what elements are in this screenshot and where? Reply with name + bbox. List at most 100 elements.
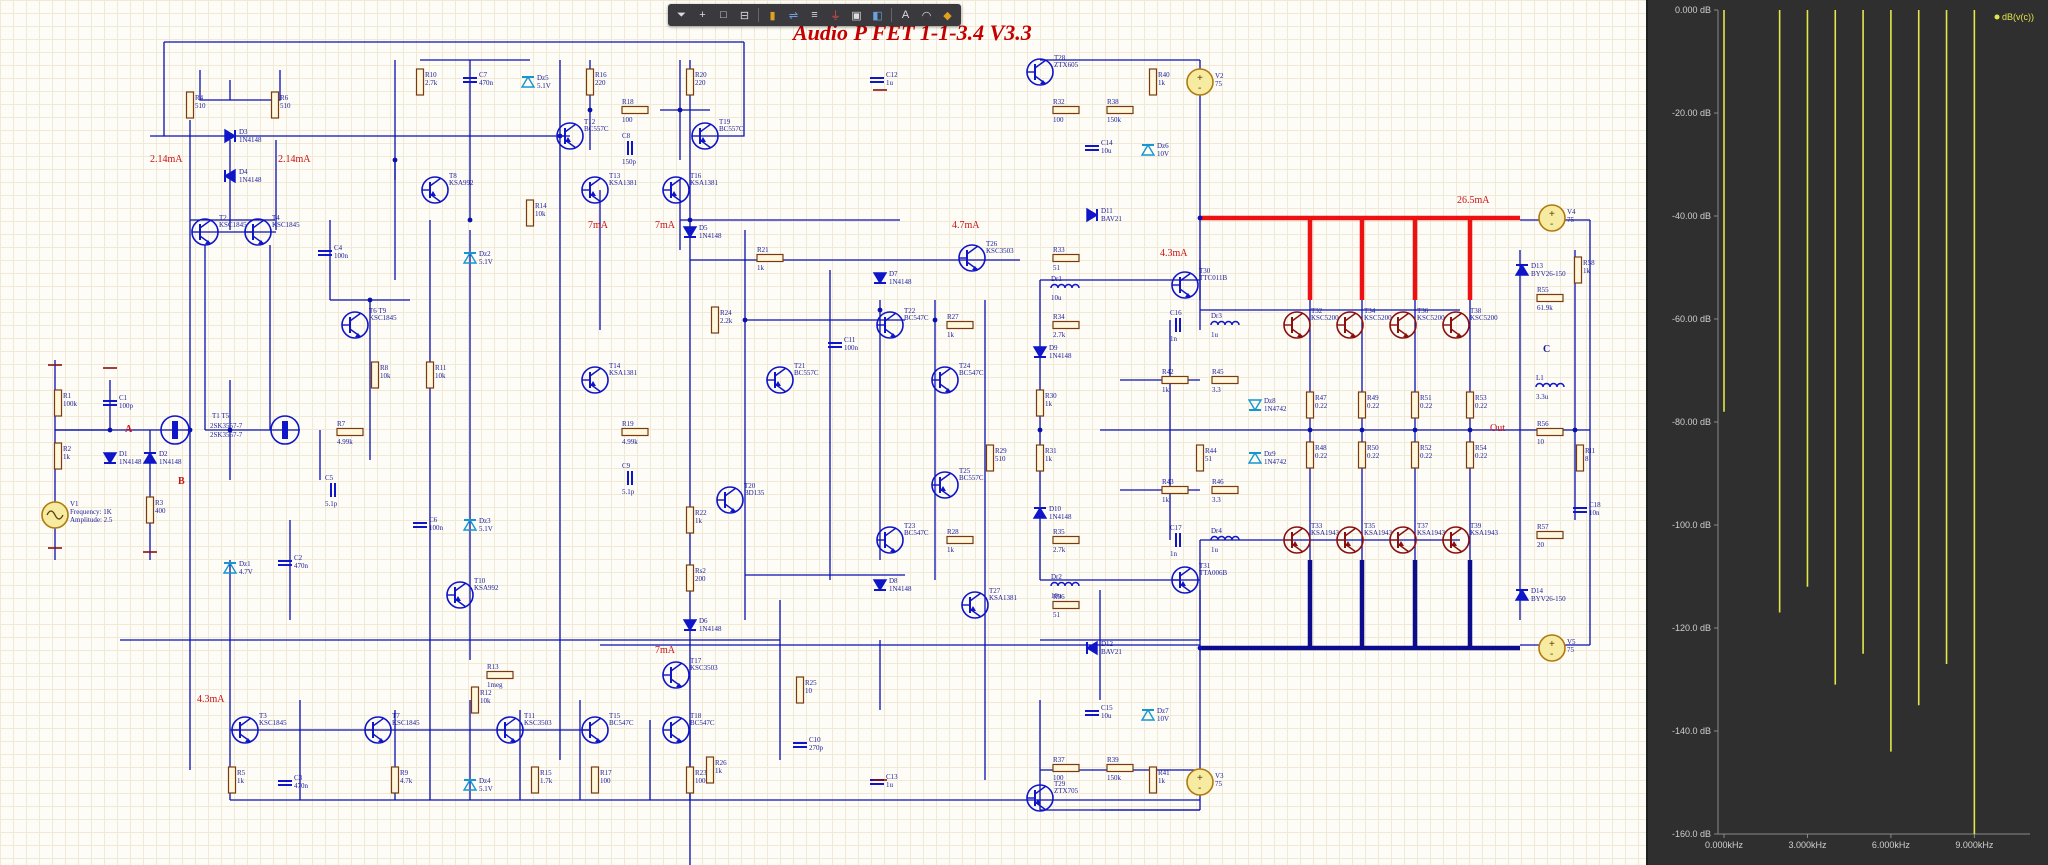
jfet-t5[interactable] [270,415,300,445]
jfet-t1[interactable] [160,415,190,445]
power-button[interactable]: ⏚ [826,6,845,24]
harness-button[interactable]: ◧ [868,6,887,24]
align-button[interactable]: ⊟ [735,6,754,24]
capacitor-c5[interactable]: C55.1p [325,474,338,508]
text-button[interactable]: A [896,6,915,24]
cross-probe-button[interactable]: + [693,6,712,24]
bus-button[interactable]: ▮ [763,6,782,24]
wire-button[interactable]: ⇌ [784,6,803,24]
resistor-r7[interactable]: R74.99k [336,420,364,446]
waveform-viewer[interactable]: 0.000 dB-20.00 dB-40.00 dB-60.00 dB-80.0… [1646,0,2048,865]
legend-label[interactable]: dB(v(c)) [2002,12,2034,22]
net-label-button[interactable]: ≡ [805,6,824,24]
plot-area[interactable]: 0.000 dB-20.00 dB-40.00 dB-60.00 dB-80.0… [1648,0,2048,865]
directive-button[interactable]: ◆ [938,6,957,24]
